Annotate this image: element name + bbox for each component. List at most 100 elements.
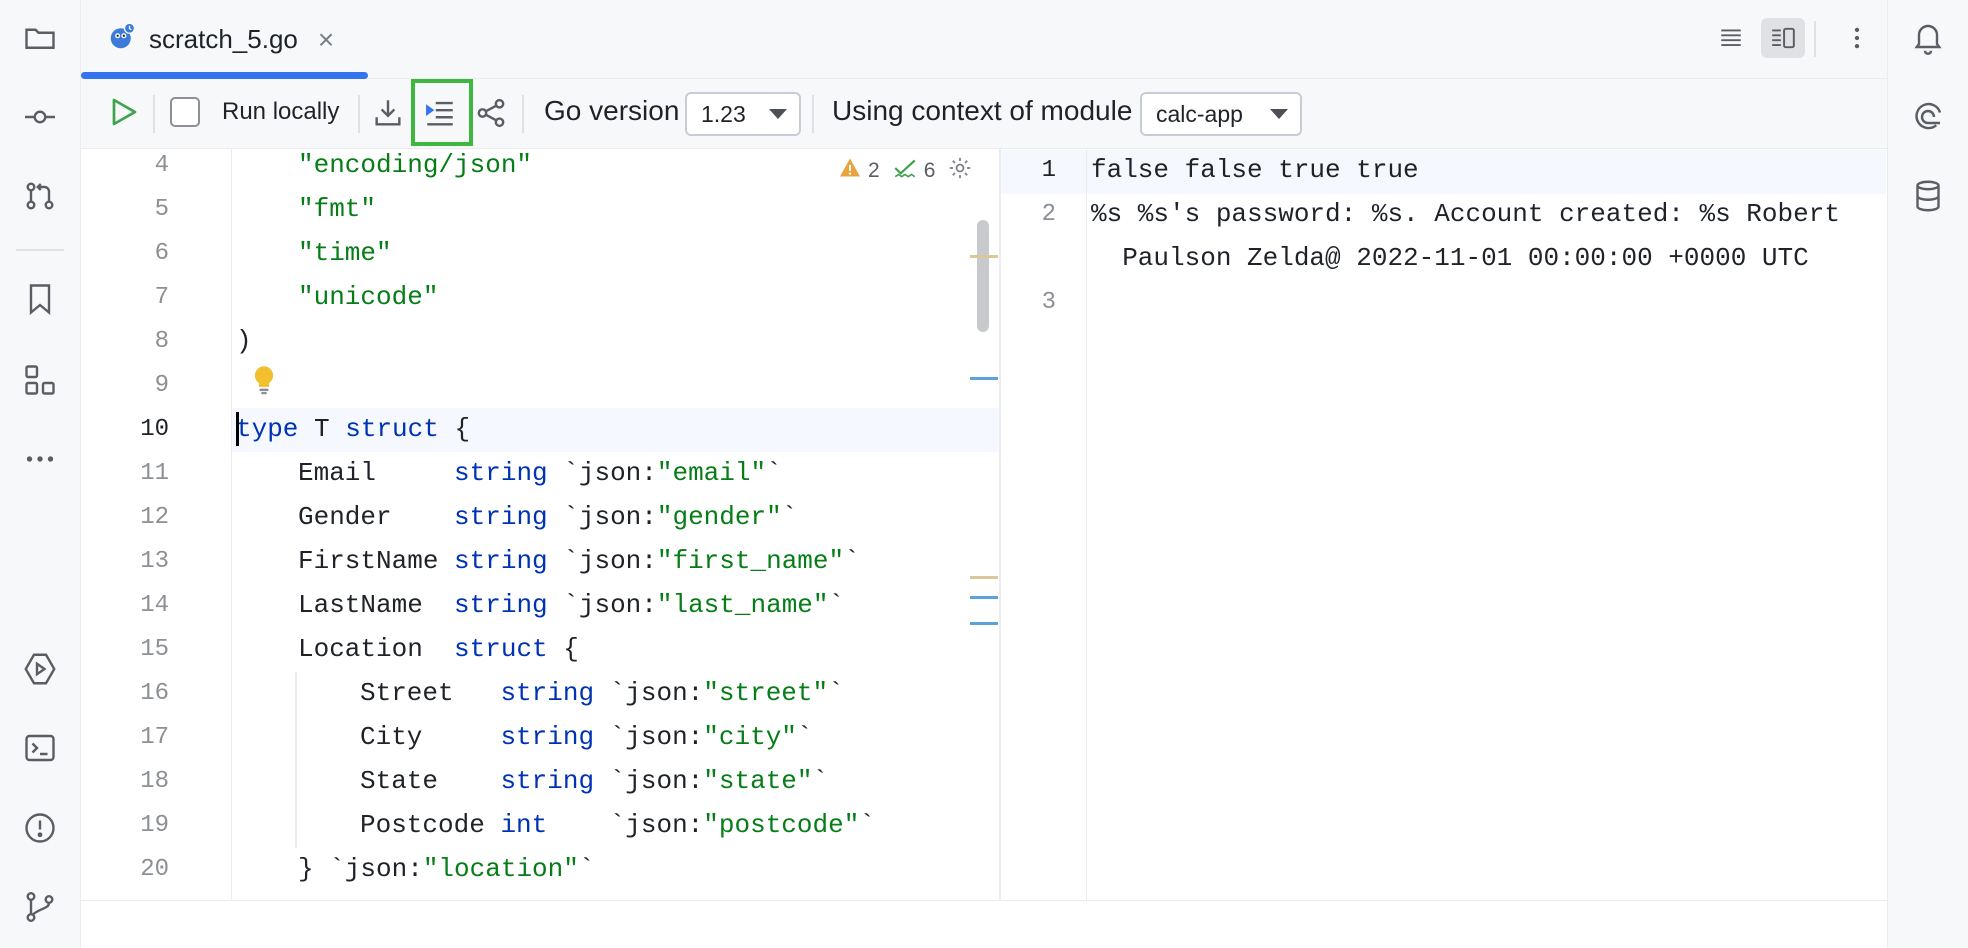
indent-lines-icon [423, 96, 457, 135]
line-number: 16 [140, 680, 169, 707]
active-tab-indicator [81, 72, 368, 79]
problems-icon[interactable] [20, 808, 60, 848]
code-line-5: "fmt" [298, 194, 377, 224]
git-icon[interactable] [20, 887, 60, 927]
go-version-value: 1.23 [701, 100, 746, 127]
editor-gutter: 4 5 6 7 8 9 10 11 12 13 14 15 16 17 18 1… [81, 149, 232, 900]
format-button-highlight [411, 79, 473, 146]
line-number: 13 [140, 548, 169, 575]
more-options-icon[interactable] [1837, 18, 1877, 58]
terminal-icon[interactable] [20, 728, 60, 768]
line-number: 17 [140, 724, 169, 751]
line-number: 7 [154, 284, 169, 311]
line-number-current: 10 [140, 416, 169, 443]
line-number: 15 [140, 636, 169, 663]
download-icon [371, 96, 405, 135]
run-button[interactable] [105, 94, 141, 135]
database-icon[interactable] [1908, 176, 1948, 216]
services-icon[interactable] [20, 649, 60, 689]
output-line-number: 3 [1041, 289, 1056, 316]
module-value: calc-app [1156, 100, 1243, 127]
error-stripe-marker[interactable] [970, 622, 998, 625]
strip-separator [16, 249, 64, 251]
code-line-19: Postcode int `json:"postcode"` [360, 810, 875, 840]
error-stripe-marker[interactable] [970, 596, 998, 599]
toolbar-separator [812, 95, 814, 133]
project-folder-icon[interactable] [20, 18, 60, 58]
code-line-7: "unicode" [298, 282, 439, 312]
intention-bulb-icon[interactable] [250, 364, 278, 401]
line-number: 11 [140, 460, 169, 487]
line-number: 8 [154, 328, 169, 355]
format-code-button[interactable] [423, 96, 457, 135]
line-number: 4 [154, 152, 169, 179]
line-number: 18 [140, 768, 169, 795]
code-line-4: "encoding/json" [298, 150, 533, 180]
notifications-icon[interactable] [1908, 18, 1948, 58]
commit-icon[interactable] [20, 97, 60, 137]
editor-only-view-icon[interactable] [1711, 18, 1751, 58]
share-icon [474, 96, 508, 135]
go-version-text: Go version [544, 95, 680, 126]
code-line-20: } `json:"location"` [298, 854, 595, 884]
line-number: 6 [154, 240, 169, 267]
code-line-14: LastName string `json:"last_name"` [298, 590, 845, 620]
code-line-12: Gender string `json:"gender"` [298, 502, 798, 532]
share-button[interactable] [474, 96, 508, 135]
weak-warning-count: 6 [923, 159, 936, 182]
gopher-file-icon [107, 22, 137, 57]
toolbar-separator [153, 95, 155, 133]
error-stripe-marker[interactable] [970, 377, 998, 380]
inspection-widget[interactable]: 2 6 [838, 155, 973, 187]
tab-close-icon[interactable]: × [317, 23, 335, 55]
output-line-2: %s %s's password: %s. Account created: %… [1091, 199, 1840, 229]
output-line-number: 2 [1041, 201, 1056, 228]
error-stripe-marker[interactable] [970, 576, 998, 579]
go-version-select[interactable]: 1.23 [685, 92, 801, 136]
output-gutter: 1 2 3 [1001, 149, 1087, 900]
inspection-settings-gear-icon[interactable] [947, 155, 973, 187]
scratch-toolbar: Run locally Go version 1.23 Using contex… [81, 79, 1887, 149]
line-number: 12 [140, 504, 169, 531]
pull-requests-icon[interactable] [20, 176, 60, 216]
module-select[interactable]: calc-app [1140, 92, 1302, 136]
ai-assistant-icon[interactable] [1908, 97, 1948, 137]
warning-count: 2 [868, 159, 880, 182]
download-button[interactable] [371, 96, 405, 135]
output-line-1: false false true true [1091, 155, 1419, 185]
more-tools-icon[interactable] [20, 439, 60, 479]
line-number: 14 [140, 592, 169, 619]
run-locally-checkbox[interactable] [170, 97, 200, 127]
bookmarks-icon[interactable] [20, 279, 60, 319]
editor-tab-bar: scratch_5.go × [81, 0, 1887, 79]
error-stripe-marker[interactable] [970, 255, 998, 258]
code-line-16: Street string `json:"street"` [360, 678, 844, 708]
code-line-6: "time" [298, 238, 392, 268]
tabbar-separator [1814, 21, 1816, 57]
current-line-highlight [81, 408, 1000, 452]
structure-icon[interactable] [20, 360, 60, 400]
tab-title: scratch_5.go [149, 24, 298, 54]
split-view-icon[interactable] [1761, 18, 1805, 58]
editor-output-divider[interactable] [999, 149, 1001, 900]
run-locally-label: Run locally [222, 98, 340, 125]
toolbar-separator [522, 95, 524, 133]
output-line-2-wrapped: Paulson Zelda@ 2022-11-01 00:00:00 +0000… [1091, 243, 1809, 273]
tab-scratch-file[interactable]: scratch_5.go × [81, 0, 368, 79]
code-line-8: ) [236, 326, 252, 356]
chevron-down-icon [769, 109, 787, 119]
left-tool-strip [0, 0, 81, 948]
bottom-panel [81, 900, 1887, 948]
go-version-label: Go version [544, 95, 679, 127]
text-cursor [236, 412, 239, 446]
module-context-label: Using context of module [832, 95, 1132, 127]
editor-scrollbar-thumb[interactable] [977, 220, 989, 332]
line-number: 5 [154, 196, 169, 223]
warning-icon [838, 156, 862, 186]
run-locally-checkbox-group[interactable]: Run locally [170, 97, 339, 127]
run-icon [105, 94, 141, 135]
line-number: 9 [154, 372, 169, 399]
chevron-down-icon [1270, 109, 1288, 119]
code-line-15: Location struct { [298, 634, 579, 664]
code-line-11: Email string `json:"email"` [298, 458, 782, 488]
